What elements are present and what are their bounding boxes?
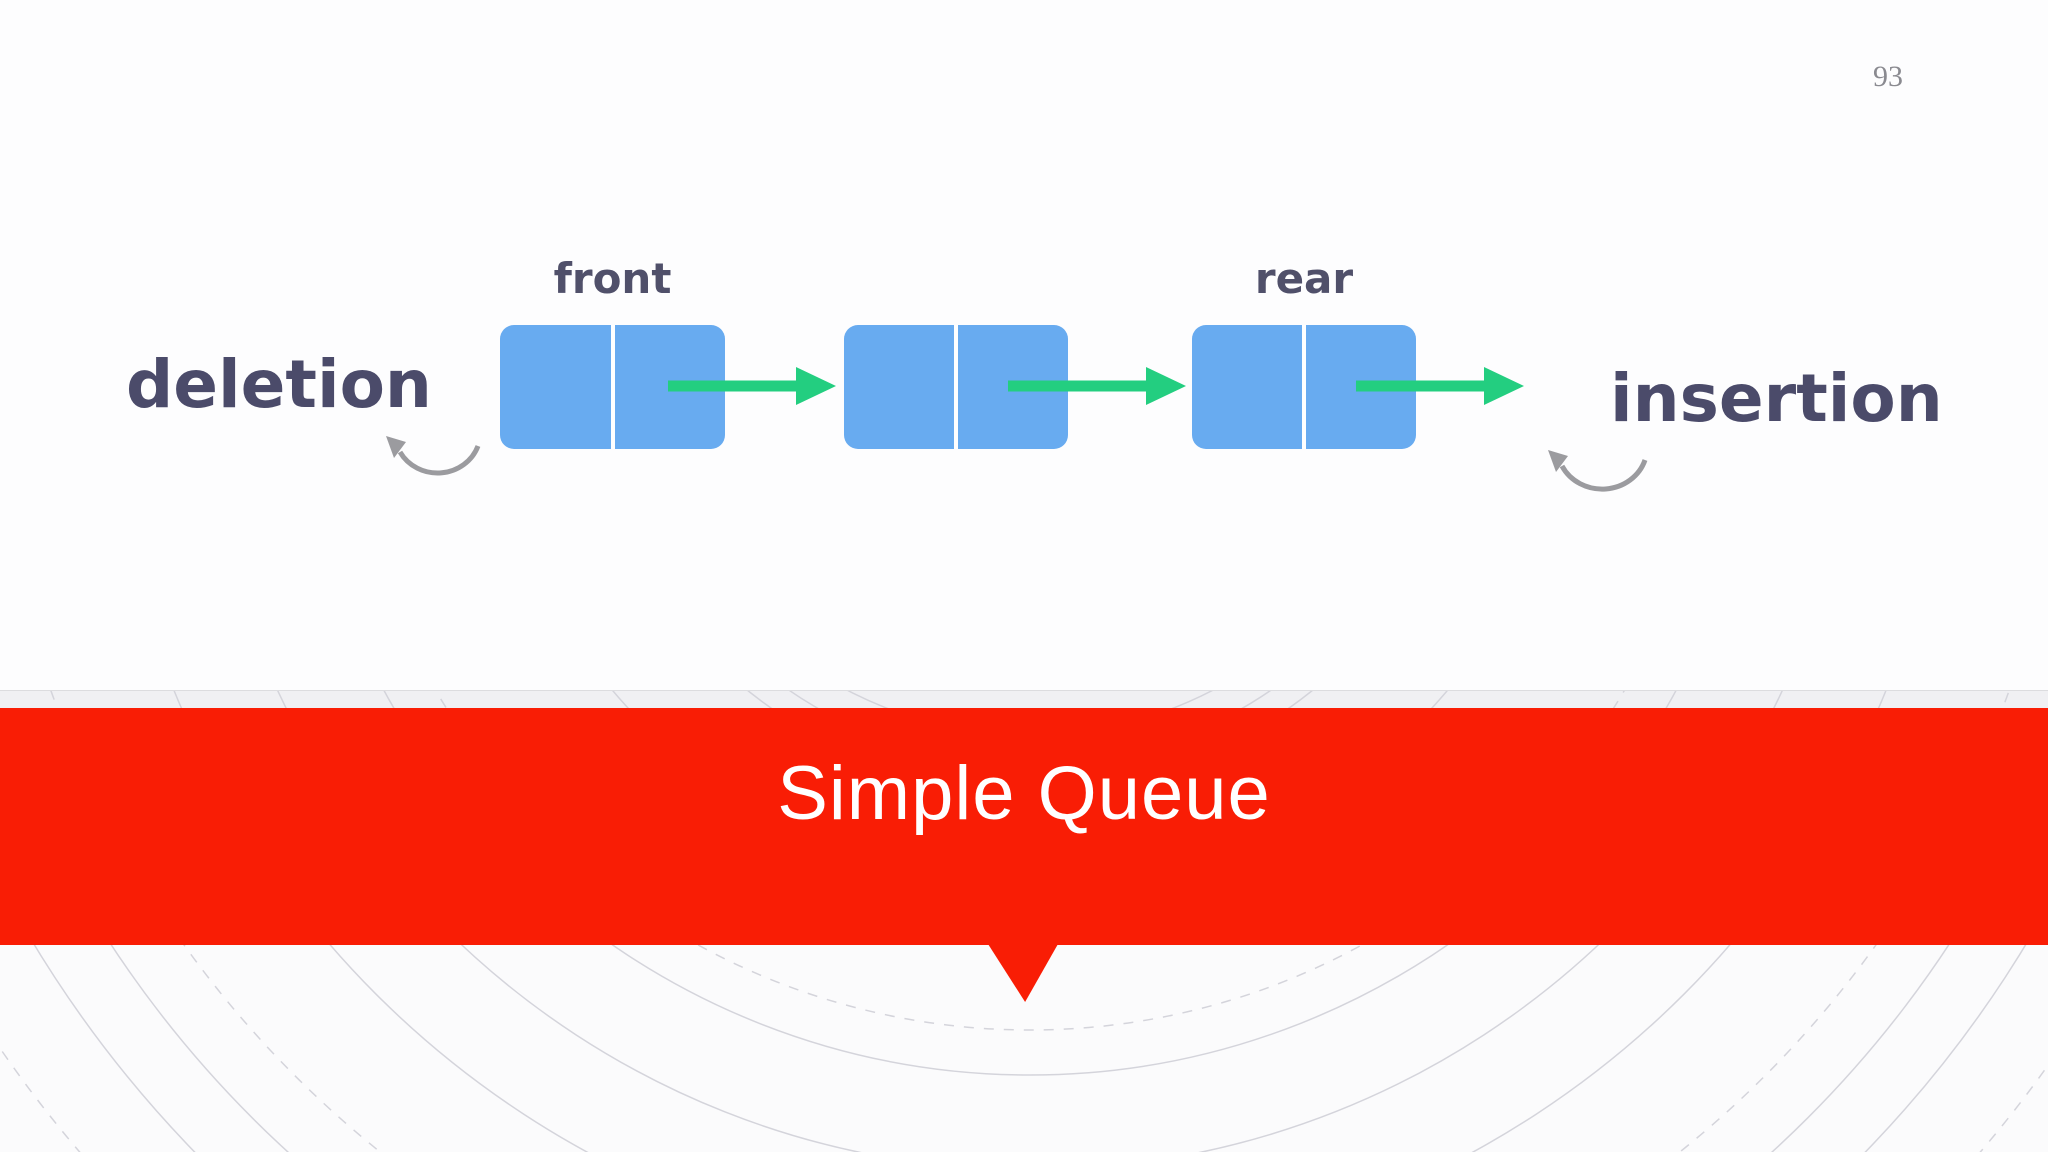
node-divider <box>610 325 615 449</box>
curved-arrow-icon <box>1548 450 1648 492</box>
node-divider <box>1302 325 1306 449</box>
insertion-label: insertion <box>1610 360 1943 437</box>
diagram-arrows <box>386 367 1648 492</box>
node-divider <box>954 325 958 449</box>
rear-label: rear <box>1254 254 1354 303</box>
title-banner: Simple Queue <box>0 708 2048 945</box>
green-arrow-icon <box>668 367 836 405</box>
deletion-label: deletion <box>126 346 432 423</box>
diagram-panel: 93 front rear deletion insertion <box>0 60 2048 691</box>
curved-arrow-icon <box>386 436 481 476</box>
green-arrow-icon <box>1008 367 1186 405</box>
background-band <box>0 690 2048 708</box>
page-number: 93 <box>1873 60 1903 93</box>
green-arrow-icon <box>1356 367 1524 405</box>
slide-title: Simple Queue <box>777 751 1271 836</box>
front-label: front <box>553 254 672 303</box>
